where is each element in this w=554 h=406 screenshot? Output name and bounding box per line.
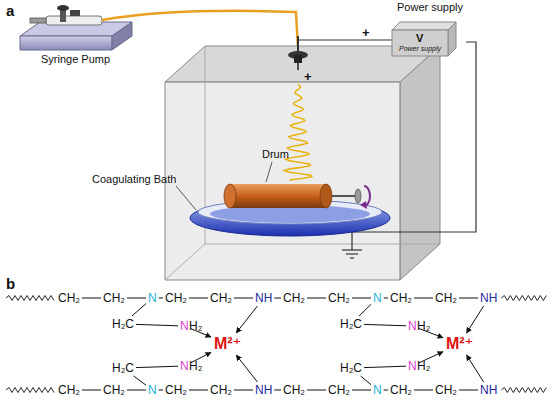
- coordination-arrow: [236, 306, 257, 333]
- atom-group: CH₂: [58, 292, 80, 304]
- chemical-bond: [274, 298, 281, 299]
- atom-group: N: [180, 320, 189, 332]
- coordination-arrow: [467, 355, 484, 382]
- atom-group: CH₂: [435, 292, 457, 304]
- polarity-sign: +: [362, 26, 370, 39]
- chemical-bond: [82, 390, 101, 391]
- feed-tube: [102, 11, 298, 50]
- atom-group: CH₂: [210, 384, 232, 396]
- atom-group: H₂C: [340, 318, 362, 330]
- atom-group: N: [148, 384, 157, 396]
- chemical-bond: [364, 366, 406, 367]
- chemical-bond: [234, 390, 253, 391]
- chemical-bond: [359, 304, 371, 316]
- panel-letter: a: [6, 3, 14, 18]
- panel-letter: b: [6, 276, 15, 291]
- atom-group: NH: [480, 292, 497, 304]
- atom-group: CH₂: [165, 384, 187, 396]
- device-label: Power supply: [399, 45, 441, 52]
- chemical-bond: [136, 366, 178, 367]
- coordination-arrow: [467, 306, 484, 333]
- atom-group: NH: [480, 384, 497, 396]
- atom-group: CH₂: [210, 292, 232, 304]
- chemical-bond: [274, 390, 281, 391]
- syringe-pump: [20, 5, 132, 50]
- chemical-bond: [127, 298, 146, 299]
- polarity-sign: +: [304, 70, 312, 83]
- spinneret: [288, 36, 308, 70]
- polymer-jet: [284, 84, 312, 180]
- device-label: Syringe Pump: [41, 54, 110, 65]
- chemical-bond: [159, 390, 163, 391]
- chemical-bond: [459, 390, 478, 391]
- chemical-bond: [159, 298, 163, 299]
- atom-group: N: [148, 292, 157, 304]
- atom-group: CH₂: [165, 292, 187, 304]
- chemical-bond: [82, 298, 101, 299]
- atom-group: H₂C: [340, 362, 362, 374]
- chemical-bond: [189, 298, 208, 299]
- chemical-bond: [384, 298, 388, 299]
- chemical-bond: [307, 298, 326, 299]
- atom-group: H₂C: [112, 362, 134, 374]
- chemical-bond: [234, 298, 253, 299]
- chemical-bond: [132, 304, 146, 316]
- enclosure: [165, 46, 440, 280]
- atom-group: CH₂: [283, 384, 305, 396]
- ground-symbol: [342, 250, 362, 258]
- atom-group: CH₂: [103, 292, 125, 304]
- chemical-bond: [414, 298, 433, 299]
- chemical-bond: [352, 390, 371, 391]
- chain-continuation: [501, 388, 546, 393]
- atom-group: CH₂: [328, 384, 350, 396]
- chemical-bond: [189, 390, 208, 391]
- collector-drum: [224, 184, 370, 209]
- atom-group: H₂C: [112, 318, 134, 330]
- atom-group: N: [408, 360, 417, 372]
- chemical-bond: [459, 298, 478, 299]
- chemical-bond: [134, 376, 146, 385]
- chemical-bond: [136, 324, 178, 325]
- atom-group: CH₂: [390, 384, 412, 396]
- atom-group: CH₂: [435, 384, 457, 396]
- atom-group: CH₂: [103, 384, 125, 396]
- atom-group: H₂: [417, 320, 430, 332]
- leader-line: [266, 162, 272, 182]
- atom-group: CH₂: [390, 292, 412, 304]
- atom-group: CH₂: [328, 292, 350, 304]
- leader-line: [176, 186, 196, 210]
- atom-group: NH: [255, 292, 272, 304]
- atom-group: CH₂: [283, 292, 305, 304]
- atom-group: H₂: [189, 320, 202, 332]
- power-supply-node: Power supplyVPower supply: [384, 2, 476, 64]
- coordination-arrow: [236, 355, 257, 382]
- voltage-symbol: V: [416, 33, 423, 44]
- atom-group: N: [180, 360, 189, 372]
- chemical-bond: [384, 390, 388, 391]
- part-label: Coagulating Bath: [92, 174, 176, 185]
- atom-group: H₂: [189, 360, 202, 372]
- metal-ion: M²⁺: [214, 336, 241, 352]
- chemical-bond: [127, 390, 146, 391]
- chemical-bond: [414, 390, 433, 391]
- chain-continuation: [6, 296, 54, 301]
- atom-group: N: [408, 320, 417, 332]
- chain-continuation: [6, 388, 54, 393]
- part-label: Drum: [262, 149, 289, 160]
- chemical-bond: [364, 324, 406, 325]
- atom-group: NH: [255, 384, 272, 396]
- atom-group: N: [373, 292, 382, 304]
- device-heading: Power supply: [397, 2, 463, 13]
- metal-ion: M²⁺: [446, 336, 473, 352]
- chemical-bond: [361, 376, 371, 385]
- syringe-pump-node: Syringe Pump: [14, 2, 138, 68]
- chemical-bond: [307, 390, 326, 391]
- atom-group: N: [373, 384, 382, 396]
- atom-group: CH₂: [58, 384, 80, 396]
- chain-continuation: [501, 296, 546, 301]
- atom-group: H₂: [417, 360, 430, 372]
- chemical-bond: [352, 298, 371, 299]
